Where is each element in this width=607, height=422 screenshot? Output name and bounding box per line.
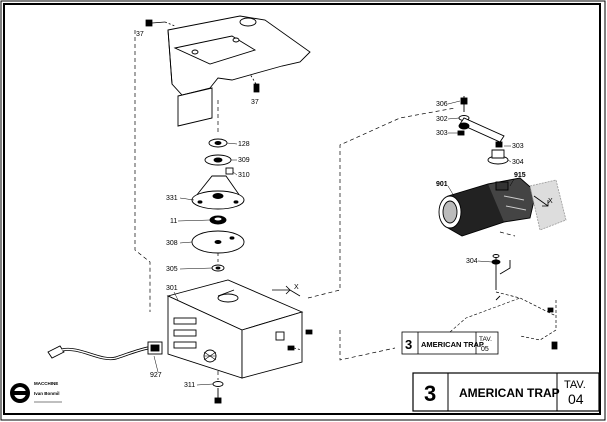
washer-309 [204,154,232,166]
reference-box: 3 AMERICAN TRAP TAV. 05 [401,297,521,355]
plate-308 [191,230,245,254]
label-308: 308 [166,240,178,247]
label-axis-x-right: X [548,198,553,205]
title-block-number: 3 [424,381,436,406]
bearing-11 [209,215,227,225]
bolt-lower-right [547,307,558,350]
arm-assembly [457,96,509,165]
leader-lines [153,100,515,386]
label-331: 331 [166,195,178,202]
company-logo: MACCHINE Ivan Bonmil [10,381,62,403]
label-302: 302 [436,116,448,123]
label-303-left: 303 [436,130,448,137]
logo-line1: MACCHINE [34,381,58,386]
label-11: 11 [170,218,177,225]
label-901: 901 [436,181,448,188]
base-box-301 [166,279,304,379]
part-labels: 37 37 128 309 310 331 11 308 305 301 927… [136,31,553,389]
bolt-37-top [145,19,176,27]
motor-901 [438,177,537,237]
box-screws [287,329,313,351]
washer-128 [208,138,228,148]
washer-305 [211,264,225,272]
axis-marker-left [272,285,301,297]
label-axis-x-left: X [294,284,299,291]
turret-331 [191,175,245,210]
title-block-title: AMERICAN TRAP [459,386,560,400]
label-309: 309 [238,157,250,164]
label-37-top: 37 [136,31,144,38]
title-block: 3 AMERICAN TRAP TAV. 04 [412,372,600,412]
label-927: 927 [150,372,162,379]
label-128: 128 [238,141,250,148]
bolt-37-lower [249,73,260,93]
reference-box-number: 3 [405,337,412,352]
axis-marker-right [533,195,549,207]
label-310: 310 [238,172,250,179]
label-304-upper: 304 [512,159,524,166]
bolt-311 [212,381,224,404]
label-304-lower: 304 [466,258,478,265]
title-block-tav-number: 04 [568,391,584,407]
nut-310 [225,167,234,175]
reference-box-title: AMERICAN TRAP [421,340,484,349]
label-915: 915 [514,172,526,179]
label-303-right: 303 [512,143,524,150]
cable-927 [47,341,163,361]
label-306: 306 [436,101,448,108]
label-301: 301 [166,285,178,292]
frame-corner-lower-right [495,291,557,341]
mounting-bracket [167,15,311,127]
label-305: 305 [166,266,178,273]
title-block-tav-label: TAV. [564,379,586,391]
reference-box-tav-label: TAV. [479,336,492,343]
label-311: 311 [184,382,195,389]
label-37-lower: 37 [251,99,259,106]
logo-line2: Ivan Bonmil [34,391,60,396]
drawing-border [3,3,601,415]
shaft-304 [491,254,511,301]
reference-box-tav-number: 05 [481,346,489,353]
